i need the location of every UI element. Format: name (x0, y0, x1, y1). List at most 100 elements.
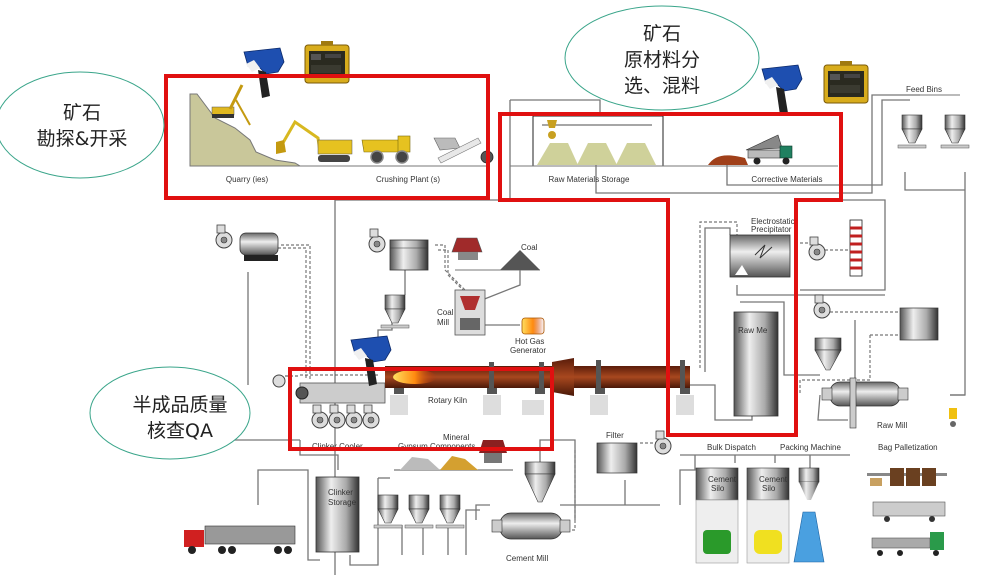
gypsum-pile-icon (400, 457, 440, 470)
clinker-cooler-label: Clinker Cooler (312, 442, 363, 451)
raw-mill-label: Raw Mill (877, 421, 907, 430)
coal-feeder-icon (451, 237, 483, 260)
crushing-plant-label: Crushing Plant (s) (376, 175, 440, 184)
bulk-dispatch-label: Bulk Dispatch (707, 443, 756, 452)
hot-gas-label-1: Hot Gas (515, 337, 544, 346)
hot-gas-generator-icon (521, 317, 545, 335)
packing-machine-icon (793, 467, 825, 563)
flame-icon (393, 370, 437, 384)
excavator-icon (276, 119, 353, 162)
truck-green-icon (703, 530, 731, 554)
callout-qa: 半成品质量 核查QA (89, 366, 251, 460)
callout-raw-material-line-2: 原材料分 (624, 49, 700, 71)
clinker-storage-label-1: Clinker (328, 488, 353, 497)
feed-bin-hopper-icon (897, 114, 927, 149)
fan-icon (813, 294, 831, 319)
corrective-pile-icon (708, 155, 748, 165)
cement-grinding-section: Clinker Storage Filter Cement Mill (184, 430, 672, 563)
cement-silo-2-icon (746, 467, 790, 564)
stack-icon (849, 219, 863, 277)
additive-hopper-icon (404, 494, 434, 529)
cement-silo-2-label-2: Silo (762, 484, 776, 493)
highlight-mining (164, 74, 490, 200)
callout-qa-line-2: 核查QA (147, 420, 213, 442)
clinker-cooler-icon (299, 382, 386, 404)
coal-hopper-icon (380, 294, 410, 329)
handheld-xrf-analyzer-icon (761, 64, 803, 116)
feed-bin-hopper-icon (940, 114, 970, 149)
cooler-fans (311, 404, 380, 429)
hot-gas-label-2: Generator (510, 346, 546, 355)
callout-raw-material-line-3: 选、混料 (624, 75, 700, 97)
sampler-icon (949, 408, 957, 419)
dust-filter-icon (239, 232, 279, 256)
coal-mill-label-2: Mill (437, 318, 449, 327)
quarry-label: Quarry (ies) (226, 175, 269, 184)
additive-hopper-icon (435, 494, 465, 529)
quarry-section: Quarry (ies) Crushing Plant (s) (189, 84, 494, 184)
tanker-truck-icon (184, 525, 296, 554)
bag-palletization-icon (867, 468, 947, 556)
cyclone-icon (814, 337, 842, 371)
cooler-dedusting (215, 224, 279, 261)
highlight-raw-material (498, 112, 843, 437)
clinker-storage-icon (315, 476, 360, 553)
crusher-conveyor-icon (433, 137, 494, 164)
coal-section: Coal Coal Mill Hot Gas Generator (368, 228, 546, 355)
raw-meal-silo-icon (733, 311, 779, 417)
coal-filter-icon (389, 239, 429, 271)
wagon-icon (872, 501, 946, 517)
mineral-label: Mineral (443, 433, 469, 442)
electrostatic-label-2: Precipitator (751, 225, 792, 234)
drill-rig-icon (211, 84, 251, 126)
fan-icon (368, 228, 386, 253)
callout-mining: 矿石 勘探&开采 (0, 71, 165, 179)
filter-icon (596, 442, 638, 474)
handheld-xrf-analyzer-icon (243, 47, 285, 99)
raw-materials-storage-label: Raw Materials Storage (549, 175, 630, 184)
kiln-section: Rotary Kiln Clinker Cooler Mineral Gypsu… (272, 358, 694, 471)
raw-mill-icon (821, 377, 909, 429)
cement-mill-icon (491, 512, 571, 540)
corrective-materials-label: Corrective Materials (751, 175, 822, 184)
coal-mill-icon (454, 289, 486, 336)
highlight-qa (288, 367, 554, 451)
coal-label: Coal (521, 243, 538, 252)
cement-mill-label: Cement Mill (506, 554, 548, 563)
feed-bins: Feed Bins (897, 85, 970, 149)
cement-silo-2-label-1: Cement (759, 475, 788, 484)
dump-truck-icon (361, 135, 411, 164)
feed-bins-label: Feed Bins (906, 85, 942, 94)
cement-silo-1-label-1: Cement (708, 475, 737, 484)
fan-icon (808, 236, 826, 261)
separator-icon (524, 461, 556, 503)
cement-silo-1-label-2: Silo (711, 484, 725, 493)
raw-meal-label: Raw Me (738, 326, 768, 335)
rotary-kiln-label: Rotary Kiln (428, 396, 467, 405)
packing-machine-label: Packing Machine (780, 443, 841, 452)
raw-materials-section: Raw Materials Storage Corrective Materia… (510, 115, 838, 184)
callout-raw-material-line-1: 矿石 (643, 23, 681, 45)
stacker-reclaimer-icon (547, 120, 557, 139)
tipper-truck-icon (745, 134, 793, 165)
coal-mill-label-1: Coal (437, 308, 454, 317)
cement-silo-1-icon (695, 467, 739, 564)
callout-mining-line-2: 勘探&开采 (37, 128, 128, 150)
clinker-storage-label-2: Storage (328, 498, 357, 507)
mineral-feeder-icon (479, 440, 507, 463)
bag-filter-icon (899, 307, 939, 341)
electrostatic-label-1: Electrostatic (751, 217, 795, 226)
filter-label: Filter (606, 431, 624, 440)
fan-icon (215, 224, 233, 249)
callout-mining-line-1: 矿石 (63, 102, 101, 124)
mineral-pile-icon (440, 456, 478, 470)
bag-palletization-label: Bag Palletization (878, 443, 938, 452)
portable-analyzer-case-icon (823, 60, 869, 104)
dispatch-section: Bulk Dispatch Packing Machine Bag Pallet… (695, 443, 947, 564)
coal-pile-icon (500, 250, 540, 270)
flow-lines (232, 94, 966, 575)
callout-raw-material: 矿石 原材料分 选、混料 (564, 5, 760, 111)
gypsum-label: Gypsum Components (398, 442, 475, 451)
truck-yellow-icon (754, 530, 782, 554)
